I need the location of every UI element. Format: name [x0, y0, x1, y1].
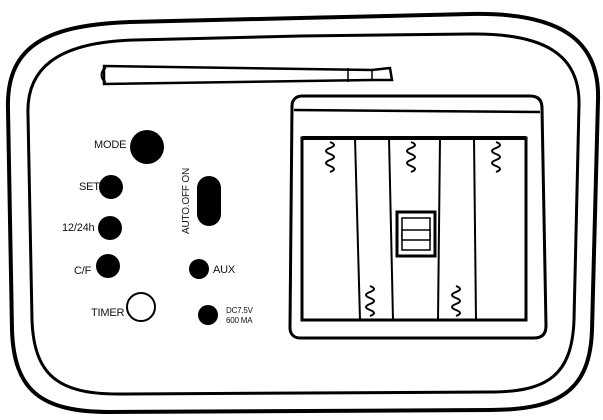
set-button[interactable] — [99, 175, 123, 199]
battery-compartment — [288, 94, 548, 340]
hour-format-label: 12/24h — [62, 222, 95, 234]
spring-bottom-2 — [451, 285, 461, 317]
timer-label: TIMER — [91, 307, 125, 319]
temp-unit-label: C/F — [74, 265, 92, 277]
aux-label: AUX — [213, 264, 236, 276]
mode-label: MODE — [94, 139, 127, 151]
dc-power-jack[interactable] — [198, 305, 218, 325]
hour-format-button[interactable] — [98, 216, 122, 240]
antenna — [100, 64, 394, 86]
spring-top-2 — [406, 141, 416, 173]
spring-top-3 — [491, 141, 501, 173]
dc-power-label-line2: 600 MA — [226, 316, 253, 325]
temp-unit-button[interactable] — [96, 254, 120, 278]
mode-button[interactable] — [130, 130, 164, 164]
timer-button[interactable] — [126, 292, 156, 322]
set-label: SET — [79, 181, 100, 193]
compartment-latch[interactable] — [395, 210, 437, 258]
spring-top-1 — [325, 141, 335, 173]
spring-bottom-1 — [365, 285, 375, 317]
dc-power-label-line1: DC7.5V — [226, 306, 253, 315]
auto-off-on-label: AUTO.OFF ON — [181, 168, 192, 234]
aux-jack[interactable] — [189, 259, 209, 279]
auto-off-on-switch[interactable] — [197, 176, 221, 226]
